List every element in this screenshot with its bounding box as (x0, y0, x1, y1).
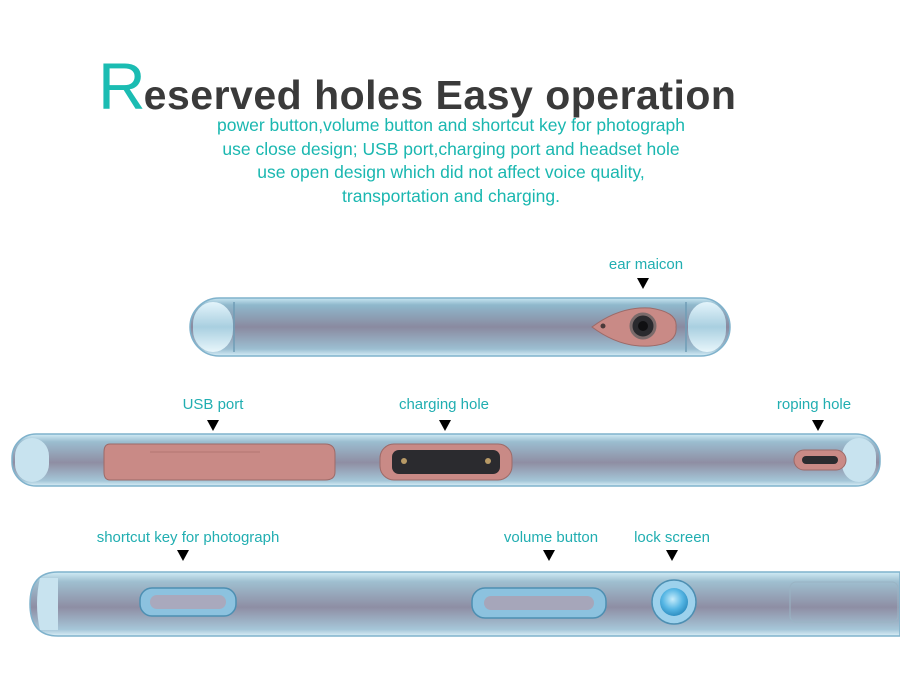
phone-side-edge-image (29, 571, 900, 637)
description-line-4: transportation and charging. (342, 185, 560, 206)
label-charging-hole: charging hole (398, 396, 490, 413)
arrow-shortcut-key-icon (177, 550, 189, 561)
phone-top-edge-image (189, 297, 731, 357)
arrow-roping-hole-icon (812, 420, 824, 431)
label-lock-screen: lock screen (634, 529, 710, 546)
headline-text: eserved holes Easy operation (143, 72, 737, 118)
description-line-3: use open design which did not affect voi… (257, 162, 645, 182)
description-line-2: use close design; USB port,charging port… (222, 138, 680, 159)
arrow-lock-screen-icon (666, 550, 678, 561)
phone-bottom-edge-image (11, 433, 881, 487)
label-shortcut-key: shortcut key for photograph (96, 529, 280, 546)
arrow-ear-maicon-icon (637, 278, 649, 289)
label-ear-maicon: ear maicon (608, 256, 684, 273)
label-usb-port: USB port (182, 396, 244, 413)
label-volume-button: volume button (503, 529, 599, 546)
arrow-volume-button-icon (543, 550, 555, 561)
description: power button,volume button and shortcut … (150, 114, 752, 208)
arrow-usb-port-icon (207, 420, 219, 431)
label-roping-hole: roping hole (776, 396, 852, 413)
arrow-charging-hole-icon (439, 420, 451, 431)
description-line-1: power button,volume button and shortcut … (217, 115, 685, 135)
headline: Reserved holes Easy operation (98, 48, 736, 124)
headline-initial: R (98, 49, 146, 123)
